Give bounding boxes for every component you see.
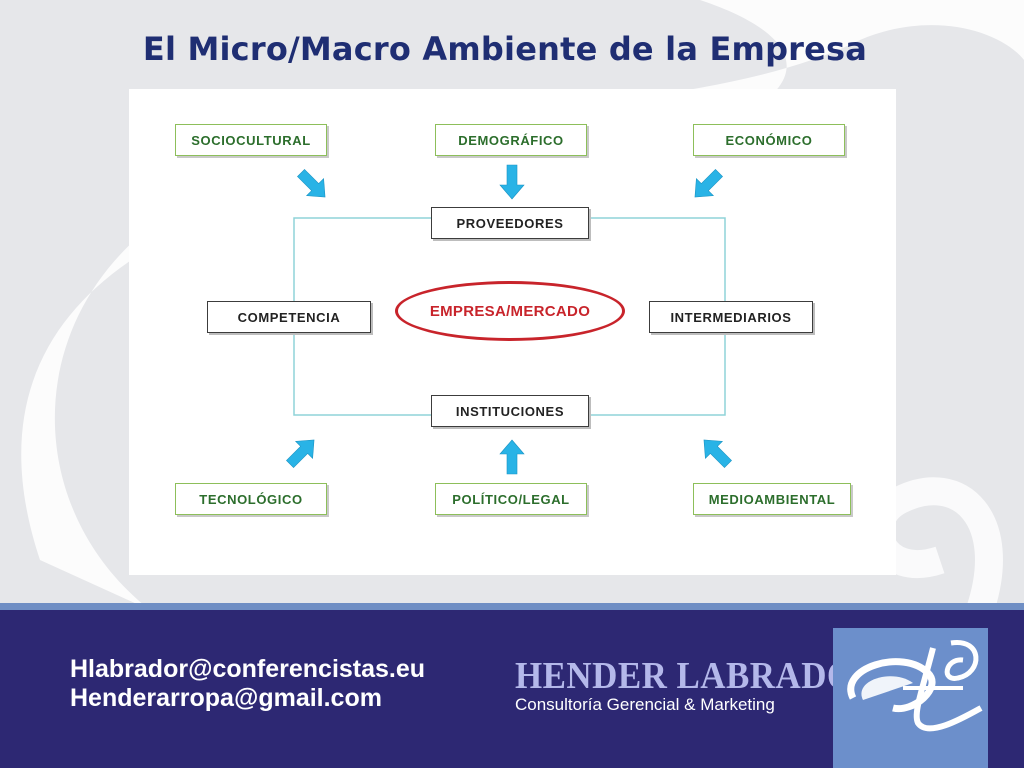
footer-bar: Hlabrador@conferencistas.eu Henderarropa… <box>0 610 1024 768</box>
email-secondary: Henderarropa@gmail.com <box>70 684 382 712</box>
arrow-economico <box>694 169 723 198</box>
macro-box-politico-legal: POLÍTICO/LEGAL <box>435 483 587 515</box>
email-primary: Hlabrador@conferencistas.eu <box>70 655 426 683</box>
arrow-tecnologico <box>286 439 315 468</box>
brand-name: HENDER LABRADOR <box>515 655 881 697</box>
environment-diagram: SOCIOCULTURAL DEMOGRÁFICO ECONÓMICO PROV… <box>129 89 896 575</box>
contact-emails: Hlabrador@conferencistas.eu Henderarropa… <box>70 655 425 713</box>
macro-box-sociocultural: SOCIOCULTURAL <box>175 124 327 156</box>
macro-box-demografico: DEMOGRÁFICO <box>435 124 587 156</box>
micro-box-proveedores: PROVEEDORES <box>431 207 589 239</box>
macro-box-economico: ECONÓMICO <box>693 124 845 156</box>
brand-tagline: Consultoría Gerencial & Marketing <box>515 695 775 714</box>
macro-box-medioambiental: MEDIOAMBIENTAL <box>693 483 851 515</box>
micro-box-instituciones: INSTITUCIONES <box>431 395 589 427</box>
macro-box-tecnologico: TECNOLÓGICO <box>175 483 327 515</box>
arrow-demografico <box>499 164 525 200</box>
center-empresa-mercado: EMPRESA/MERCADO <box>395 281 625 341</box>
hl-monogram-icon <box>847 640 983 732</box>
slide-title: El Micro/Macro Ambiente de la Empresa <box>142 30 868 68</box>
brand-block: HENDER LABRADOR Consultoría Gerencial & … <box>515 655 912 715</box>
arrow-medioambiental <box>703 439 732 468</box>
arrow-sociocultural <box>297 169 326 198</box>
micro-box-intermediarios: INTERMEDIARIOS <box>649 301 813 333</box>
brand-logo <box>833 628 988 768</box>
footer-accent-stripe <box>0 603 1024 610</box>
micro-box-competencia: COMPETENCIA <box>207 301 371 333</box>
arrow-politico-legal <box>499 439 525 475</box>
